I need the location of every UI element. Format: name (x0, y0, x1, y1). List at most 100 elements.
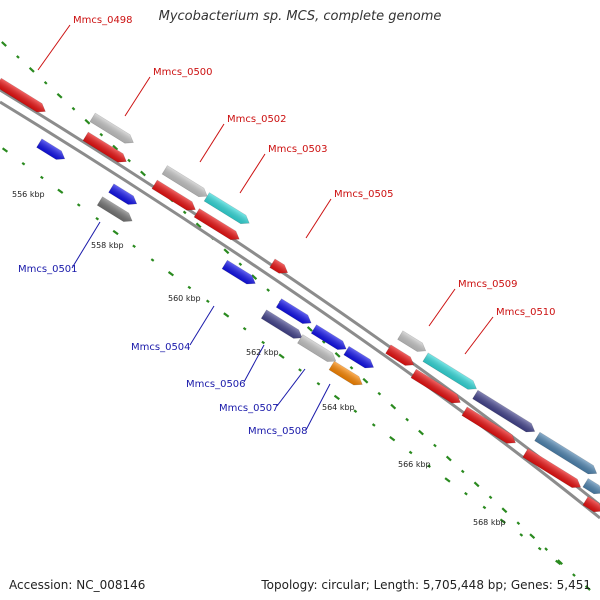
tick-mark (516, 521, 521, 526)
tick-mark (557, 559, 563, 565)
backbone-line-inner (0, 100, 600, 520)
gene-arrow-shade (151, 180, 196, 211)
tick-mark (99, 132, 104, 137)
tick-mark (261, 340, 266, 345)
callout-line (305, 383, 331, 431)
tick-mark (298, 368, 302, 372)
gene-arrow-shade (385, 344, 414, 366)
tick-mark (371, 423, 376, 427)
tick-mark (95, 216, 100, 221)
callout-line (243, 344, 265, 383)
gene-label: Mmcs_0506 (186, 379, 246, 390)
tick-mark (334, 352, 341, 358)
tick-mark (127, 158, 131, 163)
callout-line (189, 305, 215, 346)
gene-label: Mmcs_0508 (248, 426, 308, 437)
kbp-label: 556 kbp (12, 190, 45, 199)
callout-line (428, 288, 456, 327)
gene-arrow-shade (108, 183, 137, 205)
tick-mark (333, 394, 340, 401)
tick-mark (306, 326, 313, 332)
gene-arrow (203, 192, 250, 225)
tick-mark (464, 491, 468, 496)
tick-mark (223, 248, 230, 255)
tick-mark (584, 585, 591, 591)
gene-arrow (269, 258, 289, 274)
tick-mark (353, 409, 358, 413)
tick-mark (501, 507, 508, 514)
gene-label: Mmcs_0500 (153, 67, 213, 78)
tick-mark (473, 481, 480, 488)
gene-arrow (297, 334, 337, 362)
tick-mark (390, 403, 397, 410)
callout-line (71, 221, 101, 269)
callout-line (37, 24, 71, 71)
gene-arrow (161, 165, 208, 198)
tick-mark (21, 161, 26, 166)
callout-line (199, 123, 225, 163)
gene-arrow-shade (329, 361, 363, 386)
gene-arrow (582, 496, 600, 513)
tick-mark (499, 518, 506, 524)
tick-mark (572, 573, 576, 577)
gene-arrow (410, 368, 461, 404)
gene-arrow (151, 179, 196, 211)
tick-mark (1, 41, 7, 47)
gene-arrow (275, 298, 312, 324)
tick-mark (529, 533, 536, 540)
gene-arrow (472, 389, 536, 433)
gene-arrow-shade (522, 448, 581, 488)
tick-mark (433, 443, 437, 448)
tick-mark (28, 67, 35, 73)
gene-arrow-shade (397, 330, 426, 352)
tick-mark (349, 365, 354, 370)
gene-arrow (582, 478, 600, 495)
gene-arrow (193, 208, 240, 241)
gene-arrow-shade (269, 259, 288, 274)
tick-mark (187, 285, 192, 290)
tick-mark (242, 326, 247, 331)
gene-arrow (36, 138, 66, 160)
gene-label: Mmcs_0505 (334, 189, 394, 200)
tick-mark (362, 377, 369, 384)
tick-mark (167, 271, 175, 277)
tick-mark (519, 533, 524, 537)
callout-line (239, 153, 266, 194)
gene-arrow (385, 344, 415, 366)
gene-arrow-shade (472, 390, 535, 433)
gene-arrow-shade (582, 496, 600, 512)
tick-mark (488, 495, 493, 500)
tick-mark (40, 175, 44, 180)
gene-arrow-shade (461, 406, 516, 444)
gene-arrow (461, 406, 516, 444)
gene-arrow-shade (222, 260, 256, 285)
gene-arrow (96, 196, 133, 222)
callout-line (276, 368, 306, 407)
tick-mark (251, 274, 258, 280)
tick-mark (408, 450, 413, 455)
kbp-label: 558 kbp (91, 241, 124, 250)
gene-arrow (82, 131, 127, 163)
gene-label: Mmcs_0501 (18, 264, 78, 275)
tick-mark (140, 170, 146, 177)
gene-arrow (534, 431, 598, 475)
tick-mark (266, 288, 270, 292)
callout-line (464, 316, 494, 355)
gene-arrow-shade (422, 352, 477, 390)
gene-arrow-shade (410, 369, 461, 404)
tick-mark (482, 505, 487, 510)
callout-line (124, 76, 151, 117)
gene-arrow-shade (311, 324, 347, 350)
tick-mark (84, 118, 91, 125)
tick-mark (445, 455, 452, 462)
gene-arrow-shade (89, 113, 134, 144)
gene-label: Mmcs_0502 (227, 114, 287, 125)
gene-arrow (221, 259, 256, 285)
tick-mark (71, 106, 76, 111)
gene-arrow-shade (162, 165, 208, 197)
gene-arrow (343, 345, 375, 369)
tick-mark (1, 147, 9, 153)
tick-mark (112, 144, 119, 151)
tick-mark (460, 469, 465, 474)
kbp-label: 566 kbp (398, 460, 431, 469)
